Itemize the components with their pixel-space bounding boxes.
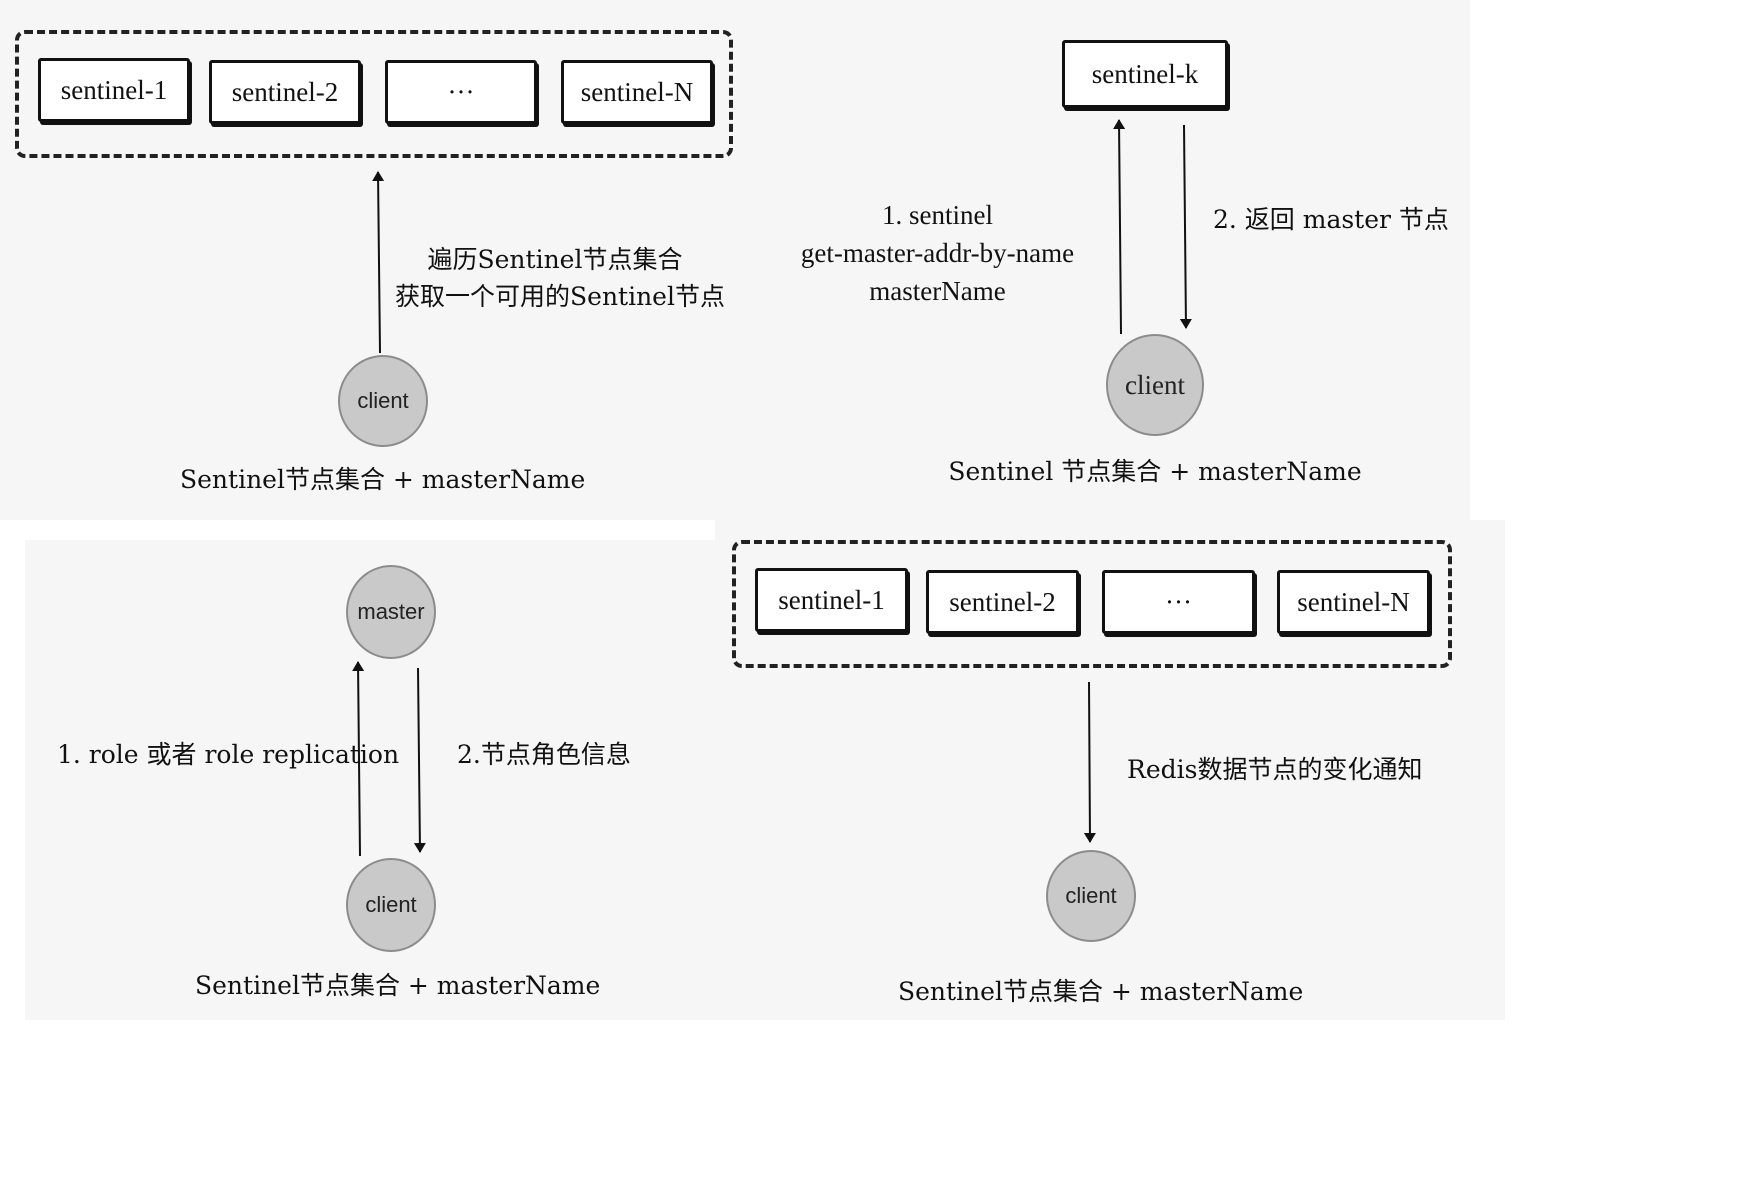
client-node: client xyxy=(338,355,428,447)
caption: Sentinel节点集合 + masterName xyxy=(898,977,1304,1006)
response-label: 2.节点角色信息 xyxy=(457,740,631,769)
request-line-2: get-master-addr-by-name xyxy=(800,238,1075,268)
master-node: master xyxy=(346,565,436,659)
sentinel-box: sentinel-k xyxy=(1062,40,1228,108)
caption: Sentinel节点集合 + masterName xyxy=(180,465,586,494)
sentinel-box: sentinel-2 xyxy=(209,60,361,124)
sentinel-box: sentinel-N xyxy=(1277,570,1430,634)
sentinel-box: sentinel-1 xyxy=(755,568,908,632)
request-line-1: 1. sentinel xyxy=(882,200,993,230)
annotation-line-2: 获取一个可用的Sentinel节点 xyxy=(395,282,725,311)
annotation-line-1: 遍历Sentinel节点集合 xyxy=(427,245,683,274)
request-label: 1. role 或者 role replication xyxy=(57,740,400,769)
request-line-3: masterName xyxy=(869,276,1006,306)
sentinel-box: sentinel-N xyxy=(561,60,713,124)
sentinel-box: sentinel-1 xyxy=(38,58,190,122)
caption: Sentinel节点集合 + masterName xyxy=(195,971,601,1000)
notification-label: Redis数据节点的变化通知 xyxy=(1127,755,1423,784)
client-node: client xyxy=(1106,334,1204,436)
sentinel-group xyxy=(15,30,733,158)
sentinel-box-ellipsis: ··· xyxy=(385,60,537,124)
client-node: client xyxy=(1046,850,1136,942)
sentinel-box: sentinel-2 xyxy=(926,570,1079,634)
response-label: 2. 返回 master 节点 xyxy=(1213,205,1449,234)
client-node: client xyxy=(346,858,436,952)
caption: Sentinel 节点集合 + masterName xyxy=(948,457,1362,486)
sentinel-group xyxy=(732,540,1452,668)
sentinel-box-ellipsis: ··· xyxy=(1102,570,1255,634)
